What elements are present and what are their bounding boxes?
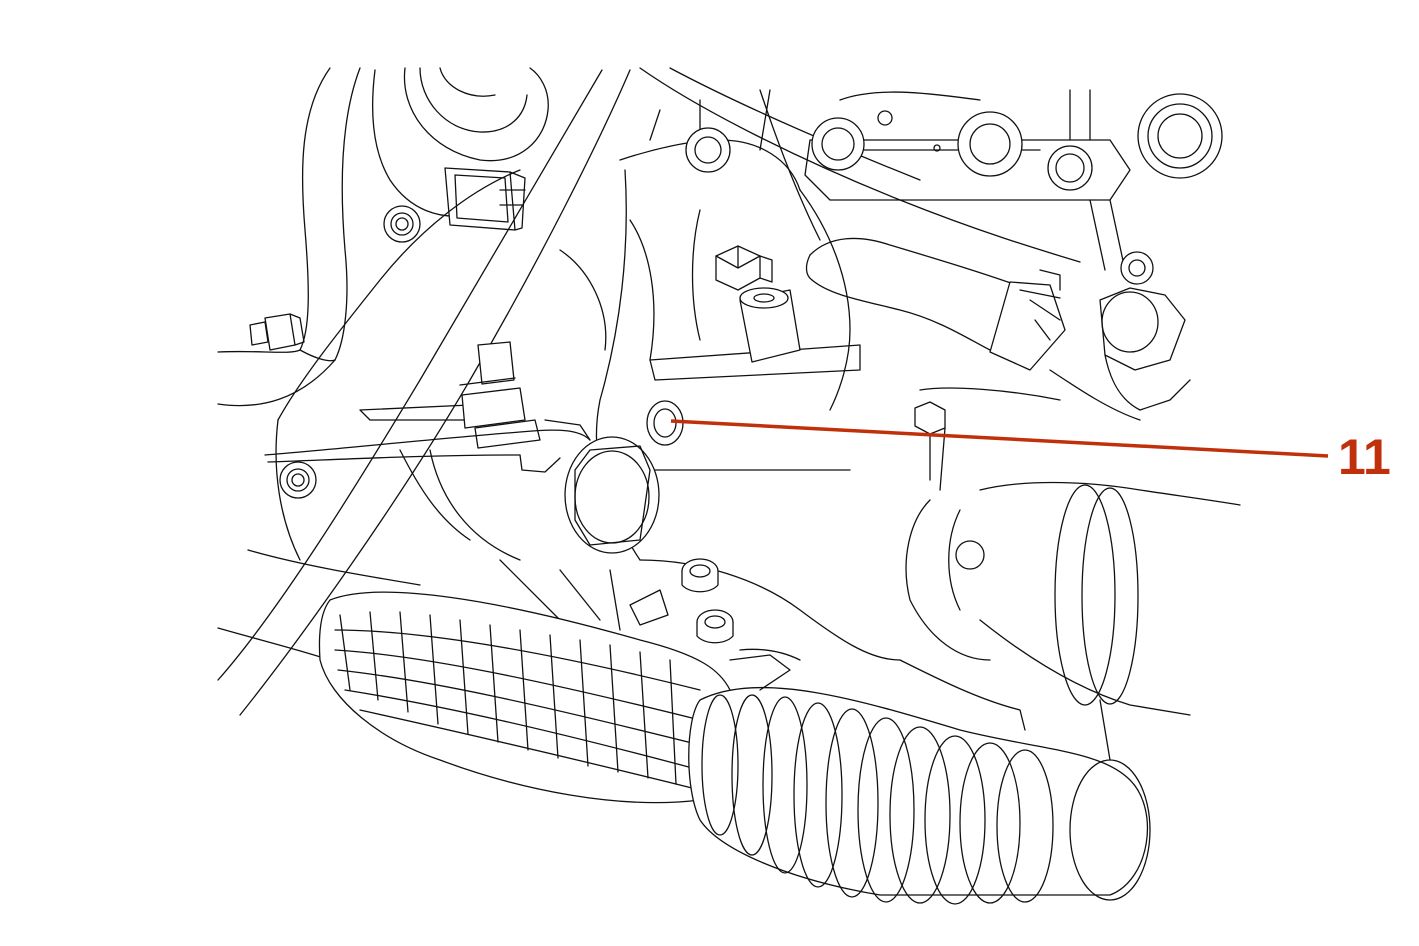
hex-bolt-upper [715, 245, 801, 363]
stud-bolt-left [249, 313, 305, 351]
gearbox-casing [275, 89, 901, 661]
sensor-connector-upper [444, 167, 526, 231]
round-cover [564, 436, 660, 554]
hex-bolt-right [1049, 287, 1191, 421]
callout-11: 11 [670, 419, 1391, 485]
coolant-hose-left [217, 67, 361, 407]
coolant-hose-right [805, 199, 1154, 371]
driveshaft-boot [899, 481, 1241, 761]
callout-leader-line [670, 419, 1329, 458]
upper-housing [372, 67, 549, 217]
studs-lower [629, 558, 734, 644]
sensor-bracket [264, 419, 591, 473]
housing-bolts [279, 205, 684, 499]
callout-number: 11 [1338, 429, 1391, 485]
speed-sensor [459, 341, 541, 449]
steering-rack-tube [217, 549, 731, 804]
manifold-flange [685, 89, 1223, 241]
rack-bellows [688, 648, 1151, 905]
support-rods [217, 67, 1081, 716]
hex-bolt-middle [914, 387, 1061, 491]
